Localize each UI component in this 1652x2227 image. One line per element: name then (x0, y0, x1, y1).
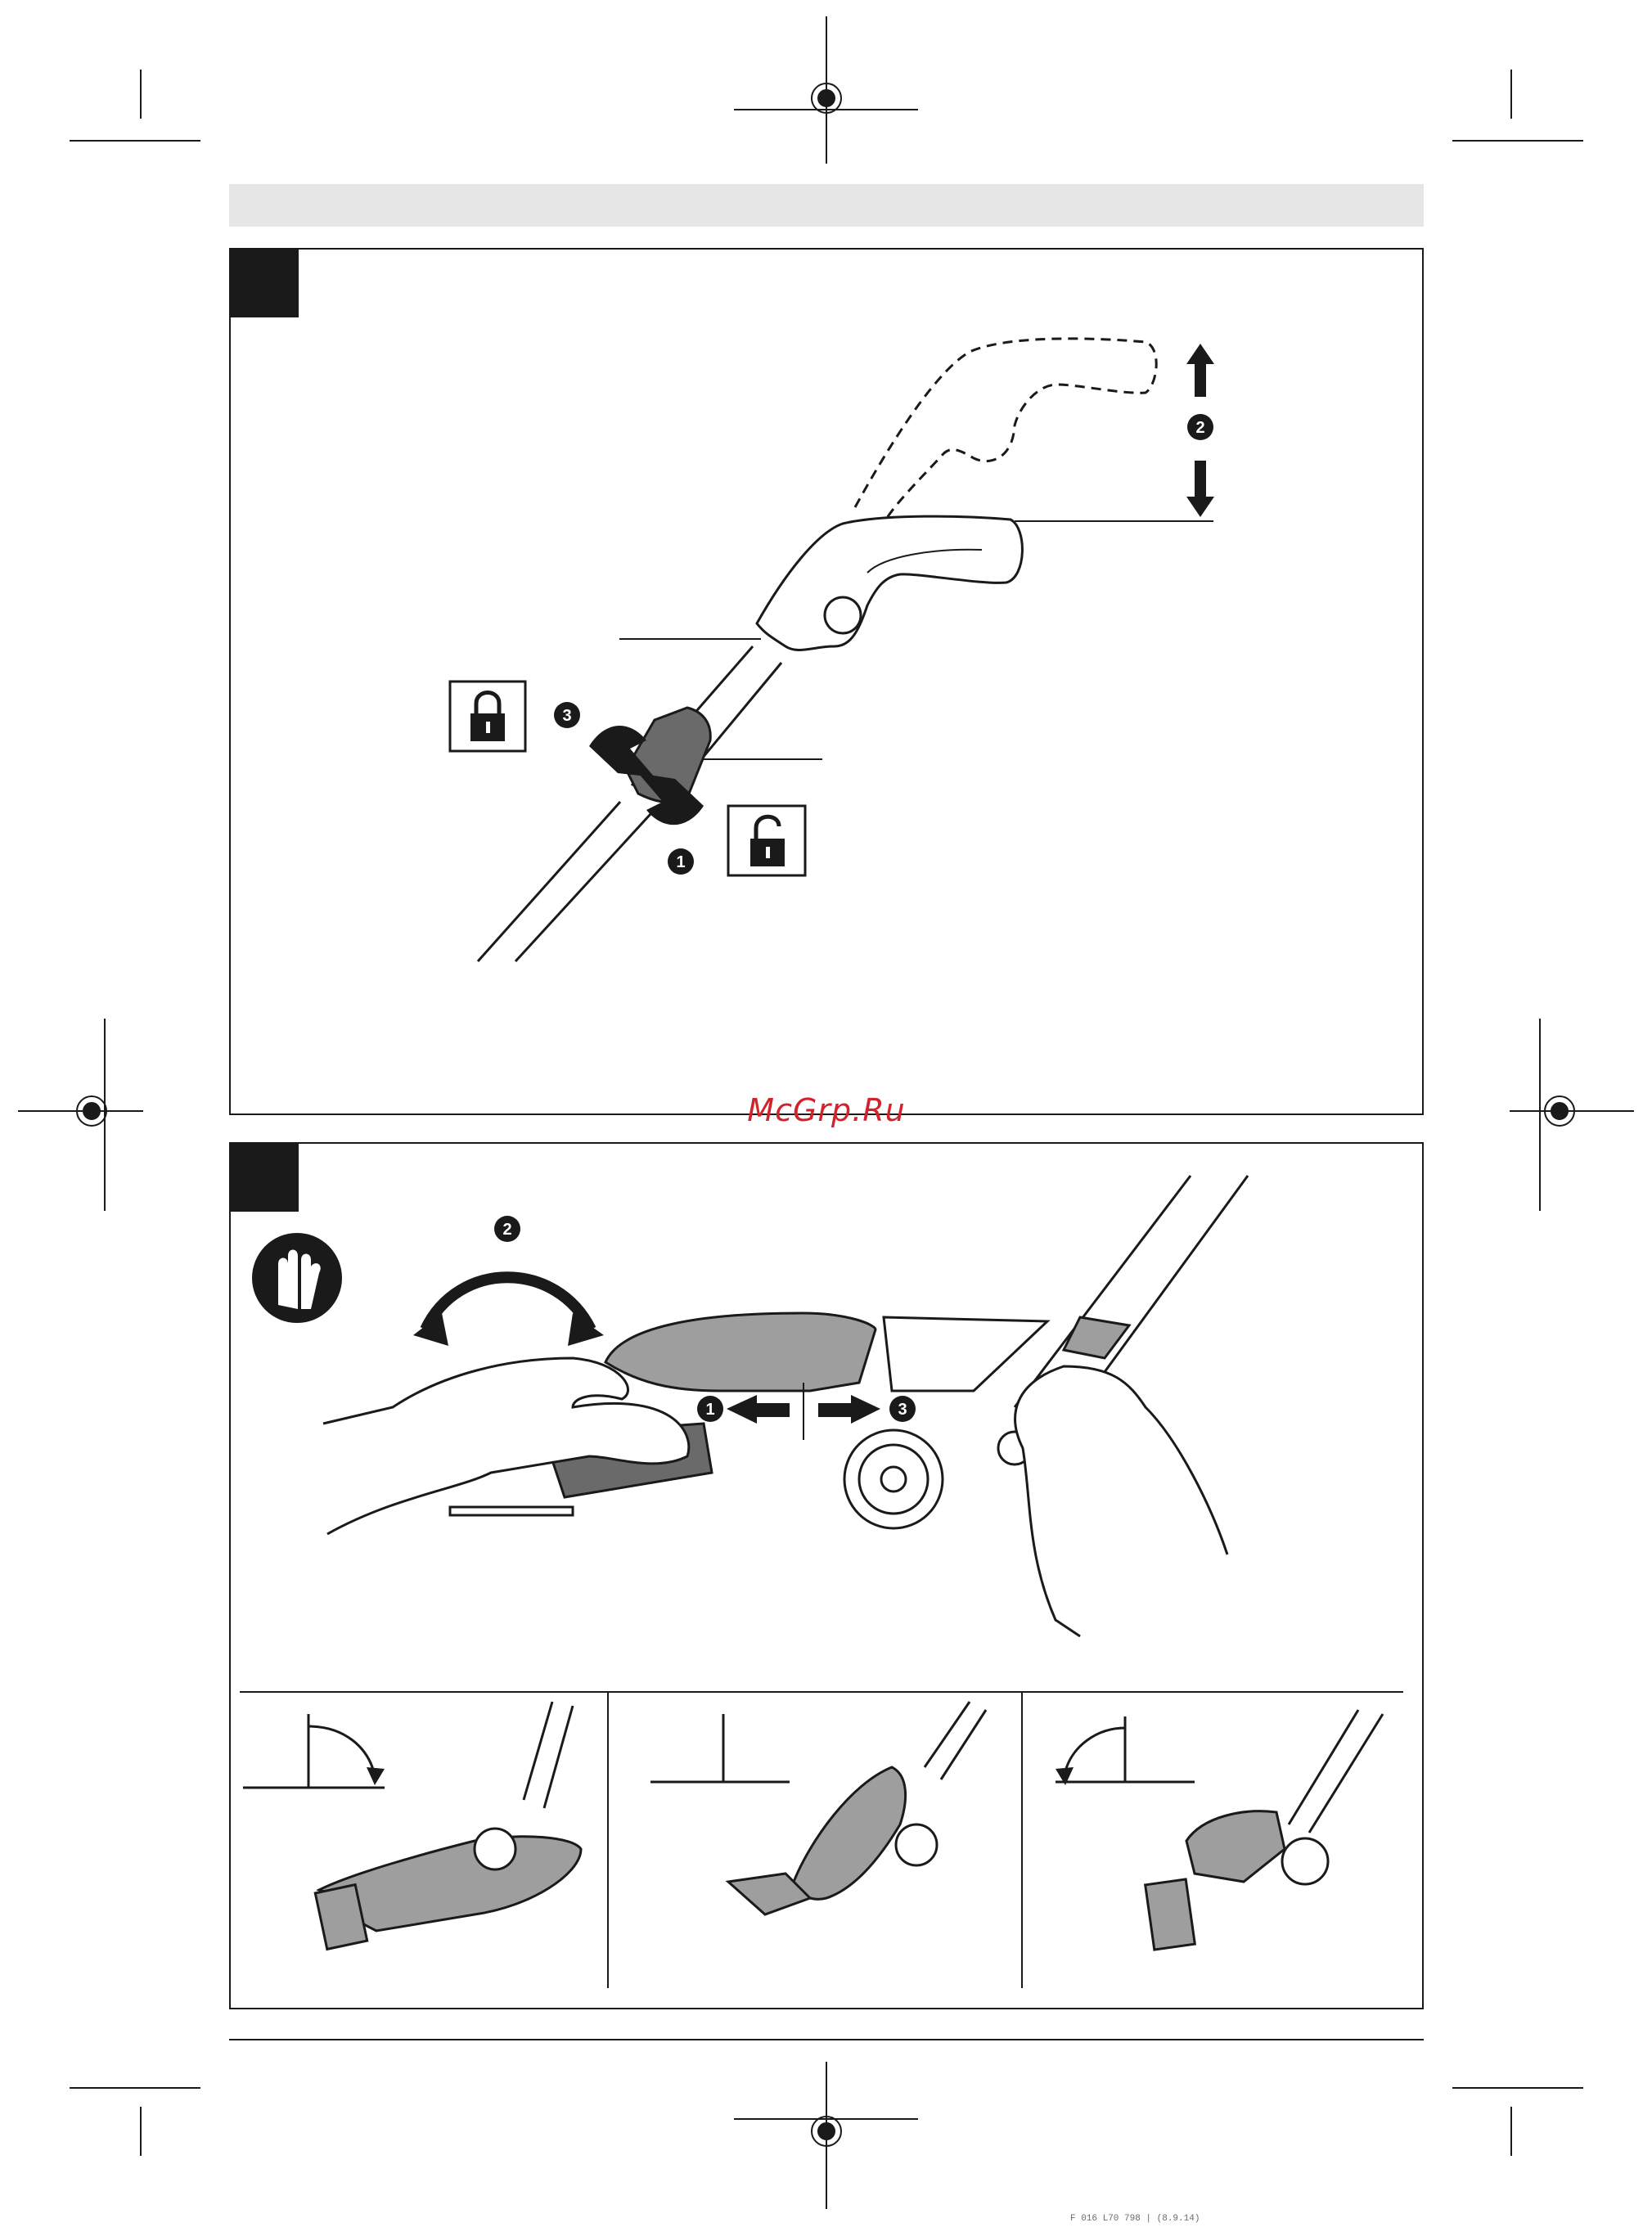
figure-number-box-top (230, 249, 299, 317)
arrow-up-icon (1186, 344, 1214, 397)
registration-mark-bottom (734, 2062, 918, 2209)
top-step-2: 2 (1195, 419, 1204, 437)
rocking-arrow (413, 1277, 604, 1346)
registration-mark-top (734, 16, 918, 164)
unlock-icon (728, 806, 805, 875)
raised-handle-outline (855, 339, 1156, 524)
watermark-text: McGrp.Ru (704, 1092, 949, 1141)
shear-main-illustration (323, 1176, 1248, 1636)
angle-up-view (1056, 1710, 1383, 1950)
top-step-1: 1 (676, 853, 685, 871)
arrow-down-icon (1186, 461, 1214, 517)
footer-code: F 016 L70 798 | (8.9.14) (1070, 2214, 1283, 2225)
bottom-step-1: 1 (705, 1401, 714, 1419)
bottom-step-2: 2 (502, 1221, 511, 1239)
panel-top (230, 249, 1423, 1114)
telescopic-handle (757, 516, 1022, 650)
header-bar (229, 184, 1424, 227)
lock-icon (450, 682, 525, 751)
registration-mark-right (1510, 1019, 1634, 1211)
gloves-icon (252, 1233, 342, 1323)
registration-mark-left (18, 1019, 143, 1211)
arrow-right-icon (818, 1395, 880, 1424)
vertical-view (650, 1702, 986, 1914)
arrow-left-icon (727, 1395, 790, 1424)
bottom-step-3: 3 (898, 1401, 907, 1419)
angle-down-view (243, 1702, 581, 1949)
top-step-3: 3 (562, 707, 571, 725)
figure-number-box-bottom (230, 1143, 299, 1212)
